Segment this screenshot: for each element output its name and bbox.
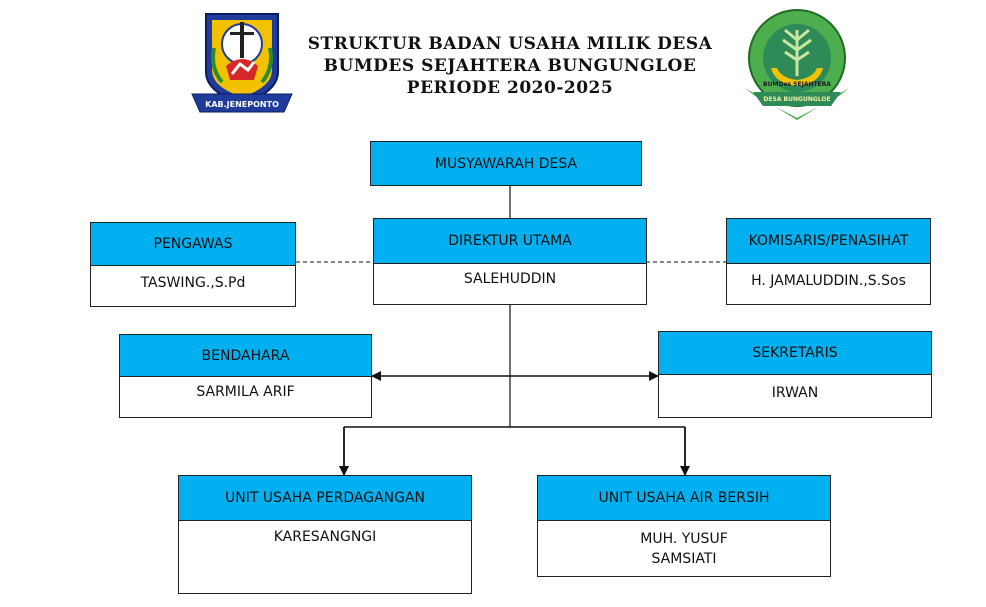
node-sekretaris: SEKRETARIS IRWAN [658, 331, 932, 418]
node-perdagangan-body: KARESANGNGI [179, 521, 471, 547]
node-perdagangan-name: KARESANGNGI [273, 529, 377, 545]
node-pengawas: PENGAWAS TASWING.,S.Pd [90, 222, 296, 307]
title-line-3: PERIODE 2020-2025 [406, 78, 614, 98]
chart-title: STRUKTUR BADAN USAHA MILIK DESA BUMDES S… [290, 33, 730, 99]
bumdes-logo-mid-text: BUMDes SEJAHTERA [763, 81, 831, 88]
node-direktur-name: SALEHUDDIN [463, 271, 557, 287]
node-perdagangan-title: UNIT USAHA PERDAGANGAN [179, 476, 471, 521]
node-bendahara-name: SARMILA ARIF [196, 384, 295, 400]
title-line-1: STRUKTUR BADAN USAHA MILIK DESA [307, 34, 713, 54]
node-komisaris-title: KOMISARIS/PENASIHAT [727, 219, 930, 264]
node-sekretaris-body: IRWAN [659, 375, 931, 403]
node-musyawarah-desa: MUSYAWARAH DESA [370, 141, 642, 186]
node-pengawas-title: PENGAWAS [91, 223, 295, 266]
node-air-title: UNIT USAHA AIR BERSIH [538, 476, 830, 521]
node-bendahara: BENDAHARA SARMILA ARIF [119, 334, 372, 418]
title-line-2: BUMDES SEJAHTERA BUNGUNGLOE [323, 56, 697, 76]
node-komisaris-name: H. JAMALUDDIN.,S.Sos [751, 273, 906, 289]
jeneponto-logo: KAB.JENEPONTO [191, 13, 293, 113]
bumdes-logo: BUMDes SEJAHTERA DESA BUNGUNGLOE [745, 9, 849, 120]
node-komisaris: KOMISARIS/PENASIHAT H. JAMALUDDIN.,S.Sos [726, 218, 931, 305]
node-komisaris-body: H. JAMALUDDIN.,S.Sos [727, 264, 930, 291]
node-unit-air-bersih: UNIT USAHA AIR BERSIH MUH. YUSUF SAMSIAT… [537, 475, 831, 577]
node-air-name-1: MUH. YUSUF [640, 531, 728, 547]
node-direktur-utama: DIREKTUR UTAMA SALEHUDDIN [373, 218, 647, 305]
node-musyawarah-title: MUSYAWARAH DESA [371, 142, 641, 185]
node-unit-perdagangan: UNIT USAHA PERDAGANGAN KARESANGNGI [178, 475, 472, 594]
node-bendahara-body: SARMILA ARIF [120, 377, 371, 402]
node-air-body: MUH. YUSUF SAMSIATI [538, 521, 830, 569]
node-air-name-2: SAMSIATI [651, 551, 717, 567]
jeneponto-logo-text: KAB.JENEPONTO [205, 100, 279, 109]
node-sekretaris-name: IRWAN [771, 385, 819, 401]
node-direktur-title: DIREKTUR UTAMA [374, 219, 646, 264]
node-direktur-body: SALEHUDDIN [374, 264, 646, 289]
node-bendahara-title: BENDAHARA [120, 335, 371, 377]
node-pengawas-name: TASWING.,S.Pd [140, 275, 246, 291]
node-sekretaris-title: SEKRETARIS [659, 332, 931, 375]
node-pengawas-body: TASWING.,S.Pd [91, 266, 295, 293]
bumdes-logo-bottom-text: DESA BUNGUNGLOE [763, 96, 830, 103]
